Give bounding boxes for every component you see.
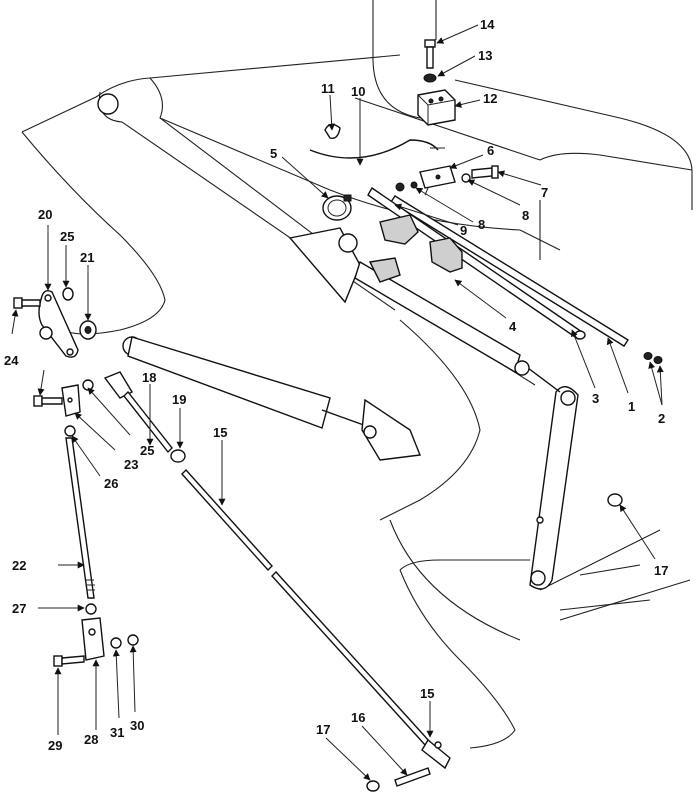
- callout-20: 20: [38, 207, 52, 222]
- pin-29: [53, 655, 85, 667]
- callout-9: 9: [460, 223, 467, 238]
- callout-8b: 8: [478, 217, 485, 232]
- nuts-2: [643, 352, 663, 364]
- callout-18: 18: [142, 370, 156, 385]
- callout-2: 2: [658, 411, 665, 426]
- nut-17-right: [607, 493, 623, 507]
- leader-lines: [11, 24, 664, 781]
- clip-11: [324, 123, 341, 139]
- bolt-24-top: [13, 297, 41, 309]
- callout-26: 26: [104, 476, 118, 491]
- washer-13: [423, 73, 437, 83]
- callout-19: 19: [172, 392, 186, 407]
- callout-7: 7: [541, 185, 548, 200]
- callout-17a: 17: [654, 563, 668, 578]
- callout-27: 27: [12, 601, 26, 616]
- callout-1: 1: [628, 399, 635, 414]
- callout-10: 10: [351, 84, 365, 99]
- callout-15a: 15: [213, 425, 227, 440]
- callout-8a: 8: [522, 208, 529, 223]
- clevis-18: [103, 371, 173, 454]
- clevis-23: [61, 384, 81, 417]
- washer-31: [110, 637, 122, 649]
- callout-4: 4: [509, 319, 517, 334]
- callout-25a: 25: [60, 229, 74, 244]
- callout-6: 6: [487, 143, 494, 158]
- callout-15b: 15: [420, 686, 434, 701]
- callout-3: 3: [592, 391, 599, 406]
- callout-13: 13: [478, 48, 492, 63]
- rod-15: [181, 468, 451, 770]
- bolt-14: [424, 39, 436, 69]
- block-12: [417, 89, 456, 126]
- callout-25b: 25: [140, 443, 154, 458]
- bucket-link-arm: [529, 386, 579, 590]
- nut-17-bottom: [366, 780, 380, 792]
- wire-10: [309, 139, 445, 159]
- nut-27: [85, 603, 97, 615]
- callout-21: 21: [80, 250, 94, 265]
- loader-frame-outline: [21, 0, 693, 749]
- callout-11: 11: [321, 81, 335, 96]
- bolt-7: [471, 165, 499, 179]
- rod-22: [65, 437, 95, 599]
- callout-23: 23: [124, 457, 138, 472]
- callout-12: 12: [483, 91, 497, 106]
- pin-16: [394, 767, 431, 787]
- bellcrank-20: [38, 289, 79, 358]
- clevis-28: [81, 617, 105, 661]
- bolt-24-lower: [33, 395, 63, 407]
- hydraulic-cylinder: [122, 336, 421, 461]
- nut-19: [170, 449, 186, 463]
- callout-16: 16: [351, 710, 365, 725]
- callout-labels: 1 2 3 4 5 6 7 8 8 9 10 11 12 13 14 15 15…: [4, 17, 668, 753]
- nut-25-top: [62, 287, 74, 301]
- callout-30: 30: [130, 718, 144, 733]
- pin-30: [127, 634, 139, 646]
- callout-28: 28: [84, 732, 98, 747]
- callout-24: 24: [4, 353, 19, 368]
- callout-22: 22: [12, 558, 26, 573]
- hose-clamp-5: [322, 194, 352, 221]
- guide-block-4: [368, 214, 463, 283]
- switch-6: [419, 165, 456, 196]
- callout-31: 31: [110, 725, 124, 740]
- tube-3: [367, 186, 586, 341]
- callout-5: 5: [270, 146, 277, 161]
- bushing-21: [79, 320, 97, 340]
- callout-17b: 17: [316, 722, 330, 737]
- upper-cylinder: [288, 227, 561, 393]
- nut-26: [64, 425, 76, 437]
- callout-14: 14: [480, 17, 495, 32]
- rod-1: [390, 195, 629, 347]
- callout-29: 29: [48, 738, 62, 753]
